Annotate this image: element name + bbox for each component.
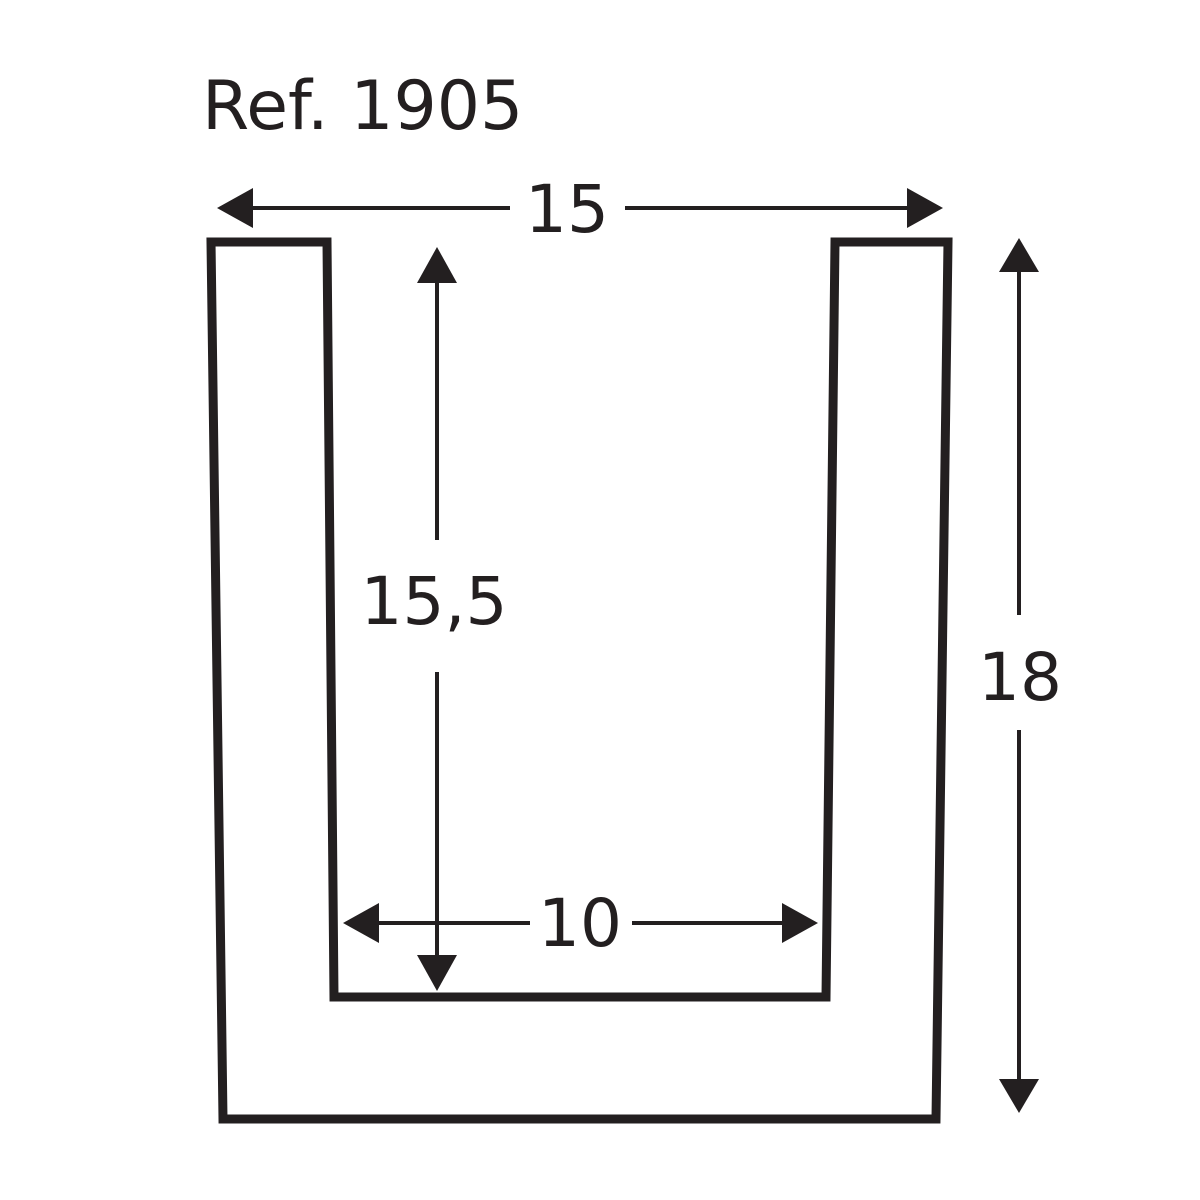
reference-title: Ref. 1905 bbox=[202, 67, 523, 146]
u-profile-outline bbox=[206, 237, 953, 1124]
outer-height-dimension: 18 bbox=[978, 238, 1062, 1113]
outer-width-dimension: 15 bbox=[217, 171, 943, 248]
inner-depth-dimension: 15,5 bbox=[361, 247, 508, 991]
outer-width-label: 15 bbox=[525, 171, 609, 248]
arrow-right-icon bbox=[907, 188, 943, 228]
arrow-down-icon bbox=[999, 1079, 1039, 1113]
arrow-left-icon bbox=[217, 188, 253, 228]
outer-height-label: 18 bbox=[978, 639, 1062, 716]
arrow-up-icon bbox=[417, 247, 457, 283]
arrow-up-icon bbox=[999, 238, 1039, 272]
arrow-down-icon bbox=[417, 955, 457, 991]
arrow-right-icon bbox=[782, 903, 818, 943]
inner-width-dimension: 10 bbox=[343, 885, 818, 962]
arrow-left-icon bbox=[343, 903, 379, 943]
inner-depth-label: 15,5 bbox=[361, 563, 508, 640]
inner-width-label: 10 bbox=[538, 885, 622, 962]
